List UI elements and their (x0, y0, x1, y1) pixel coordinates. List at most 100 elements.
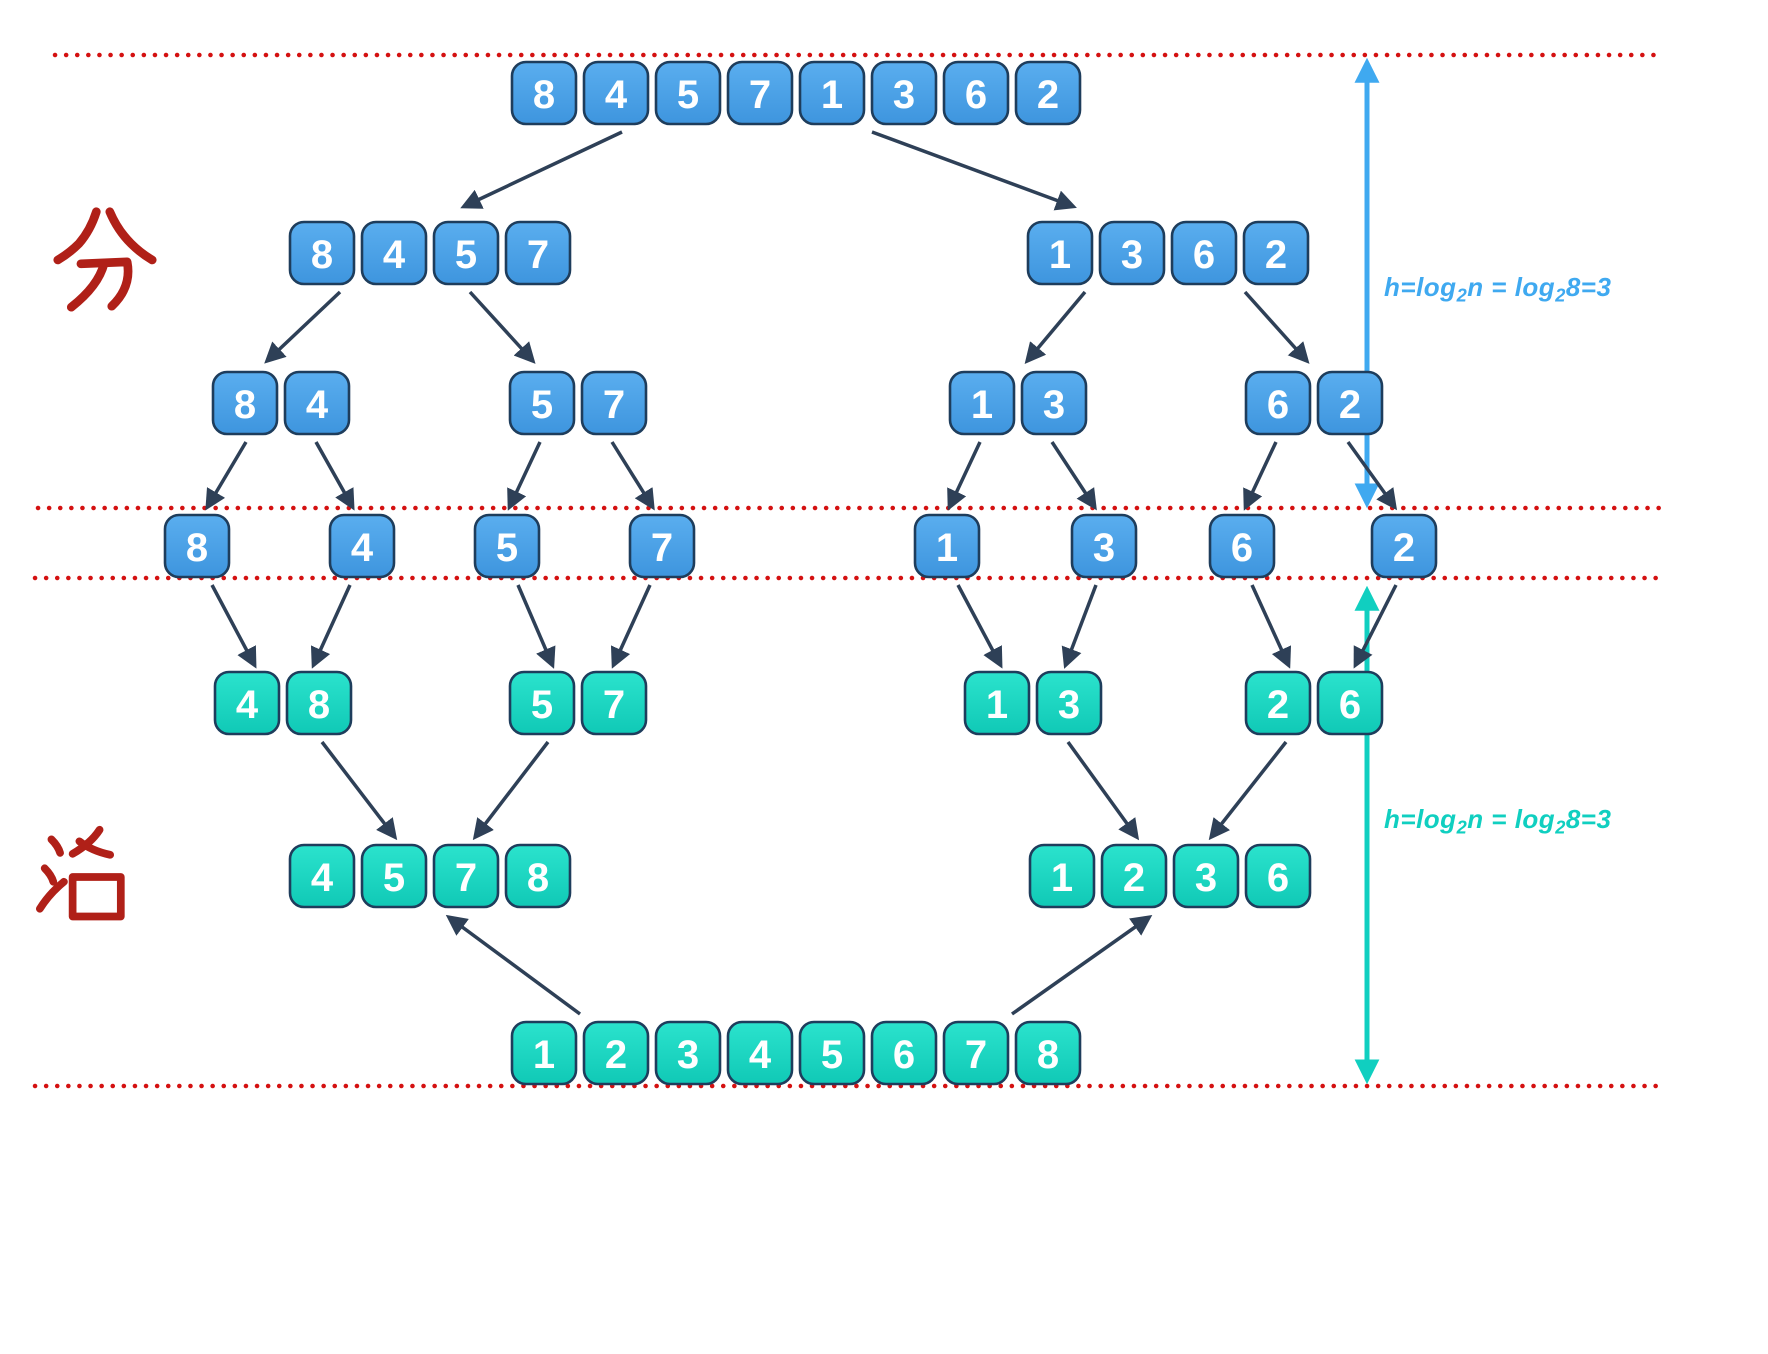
formula-subscript: 2 (1555, 285, 1566, 306)
formula-text: 8=3 (1565, 272, 1612, 302)
array-box-value: 6 (1231, 526, 1253, 570)
array-box-value: 5 (531, 383, 553, 427)
array-box-value: 8 (308, 683, 330, 727)
array-box-value: 2 (1037, 73, 1059, 117)
array-box-value: 3 (1121, 233, 1143, 277)
array-box (1208, 513, 1276, 579)
array-box-value: 7 (603, 683, 625, 727)
array-box-value: 1 (533, 1033, 555, 1077)
array-box-value: 4 (351, 526, 374, 570)
formula-text: h=log (1384, 272, 1457, 302)
array-box-value: 2 (1339, 383, 1361, 427)
array-box-value: 3 (677, 1033, 699, 1077)
array-box-value: 6 (1267, 856, 1289, 900)
array-box-value: 5 (455, 233, 477, 277)
array-box (628, 513, 696, 579)
array-box-value: 3 (1093, 526, 1115, 570)
split-merge-arrow (610, 584, 652, 669)
array-box (582, 60, 650, 126)
array-box (473, 513, 541, 579)
divide-array-group: 7 (628, 513, 696, 579)
array-box (1014, 60, 1082, 126)
array-box (798, 1020, 866, 1086)
array-box (288, 843, 356, 909)
divide-array-group: 1 (913, 513, 981, 579)
array-box (328, 513, 396, 579)
array-box (654, 60, 722, 126)
split-merge-arrow (210, 584, 257, 669)
array-box-value: 3 (1058, 683, 1080, 727)
split-merge-arrow (205, 441, 248, 511)
array-box (432, 843, 500, 909)
array-box (504, 843, 572, 909)
array-box-value: 5 (496, 526, 518, 570)
array-box-value: 8 (533, 73, 555, 117)
array-box-value: 6 (965, 73, 987, 117)
array-box (360, 220, 428, 286)
divide-array-group: 8 (163, 513, 231, 579)
split-merge-arrow (1010, 914, 1153, 1016)
array-box-value: 2 (605, 1033, 627, 1077)
array-box (504, 220, 572, 286)
array-box (1370, 513, 1438, 579)
divide-array-group: 3 (1070, 513, 1138, 579)
formula-text: n = log (1467, 804, 1556, 834)
divide-array-group: 2 (1370, 513, 1438, 579)
array-box (948, 370, 1016, 436)
split-merge-arrow (1208, 740, 1288, 841)
array-box-value: 7 (965, 1033, 987, 1077)
array-box-value: 1 (971, 383, 993, 427)
array-box-value: 4 (383, 233, 406, 277)
array-box (798, 60, 866, 126)
array-box-value: 6 (1193, 233, 1215, 277)
array-box-value: 6 (893, 1033, 915, 1077)
split-merge-arrow (445, 914, 582, 1016)
array-box (1170, 220, 1238, 286)
array-box-value: 3 (1195, 856, 1217, 900)
split-merge-arrow (264, 290, 342, 364)
array-box (510, 60, 578, 126)
array-box-value: 4 (236, 683, 259, 727)
array-box (870, 1020, 938, 1086)
array-box (1028, 843, 1096, 909)
array-box (1242, 220, 1310, 286)
split-merge-arrow (310, 584, 352, 669)
array-box-value: 7 (455, 856, 477, 900)
array-box-value: 8 (1037, 1033, 1059, 1077)
split-merge-arrow (1024, 290, 1087, 365)
conquer-character-strokes (36, 825, 125, 921)
split-merge-arrow (468, 290, 536, 364)
split-merge-arrow (472, 740, 550, 841)
divide-array-group: 6 (1208, 513, 1276, 579)
array-box-value: 5 (531, 683, 553, 727)
split-merge-arrow (1050, 441, 1097, 511)
array-box-value: 8 (186, 526, 208, 570)
split-merge-arrow (460, 130, 623, 209)
array-box-value: 3 (893, 73, 915, 117)
array-box (1244, 670, 1312, 736)
split-merge-arrow (1061, 584, 1098, 669)
array-box-value: 1 (936, 526, 958, 570)
divide-character-strokes (53, 207, 157, 312)
array-box (432, 220, 500, 286)
array-box-value: 7 (527, 233, 549, 277)
formula-subscript: 2 (1456, 285, 1468, 306)
divide-array-group: 5 (473, 513, 541, 579)
array-box (726, 60, 794, 126)
array-box (285, 670, 353, 736)
array-box-value: 8 (311, 233, 333, 277)
array-box-value: 4 (605, 73, 628, 117)
divide-array-group: 4 (328, 513, 396, 579)
array-box-value: 1 (821, 73, 843, 117)
array-box-value: 2 (1123, 856, 1145, 900)
array-box (288, 220, 356, 286)
split-merge-arrow (507, 441, 542, 511)
array-box (913, 513, 981, 579)
